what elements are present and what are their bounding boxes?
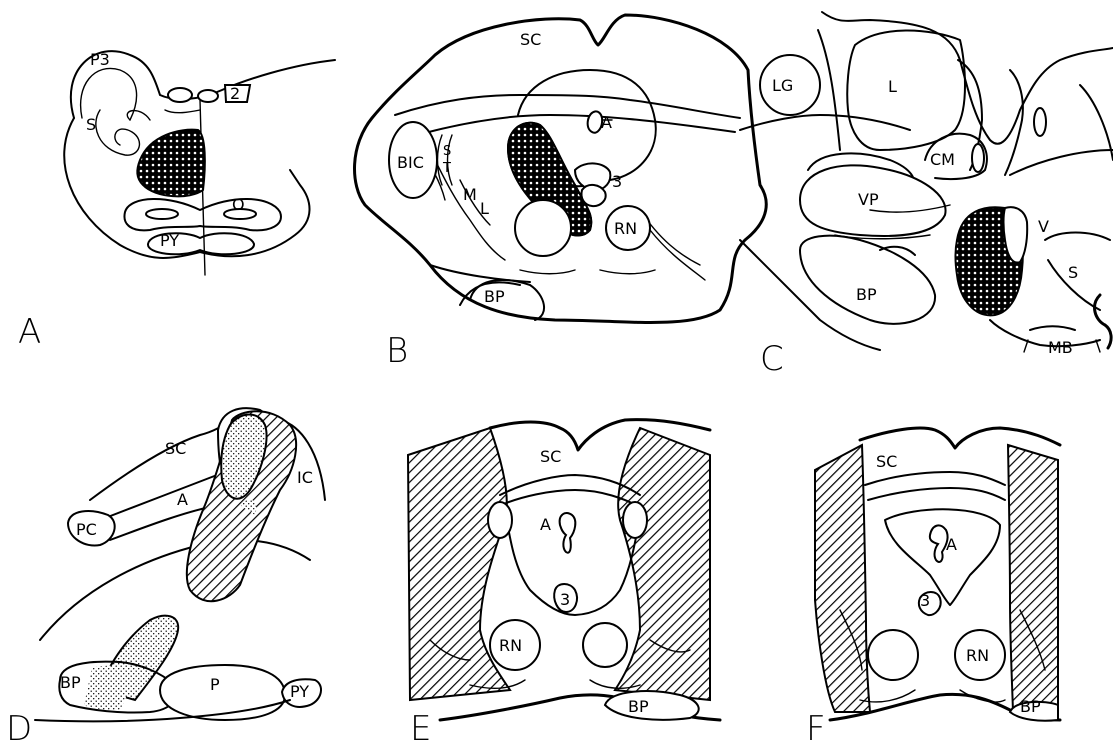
label-mb: MB [1048,338,1073,357]
label-py: PY [290,682,309,701]
label-m: M [463,185,477,204]
label-py: PY [160,231,179,250]
label-sc: SC [165,439,186,458]
label-bp: BP [484,287,505,306]
label-bp: BP [628,697,649,716]
panel-b: SC A BIC S T M L 3 RN BP B [355,15,767,371]
label-lg: LG [772,76,793,95]
label-sc: SC [540,447,561,466]
label-pc: PC [76,520,97,539]
label-s: S [443,144,451,159]
label-bp: BP [1020,697,1041,716]
label-bp: BP [60,673,81,692]
panel-letter-e: E [410,709,431,745]
label-cm: CM [930,150,955,169]
label-2: 2 [230,84,240,103]
panel-letter-c: C [760,339,784,379]
label-bic: BIC [397,153,424,172]
label-s: S [1068,263,1078,282]
label-a: A [946,535,957,554]
label-t: T [442,161,451,176]
label-ic: IC [297,468,313,487]
label-sc: SC [876,452,897,471]
label-a: A [601,113,612,132]
panel-a: P3 S 2 O PY A [18,50,335,352]
panel-letter-f: F [806,709,826,745]
panel-d: SC IC A PC BP P PY D [6,408,325,745]
label-a: A [177,490,188,509]
label-vp: VP [858,190,879,209]
panel-letter-d: D [6,709,32,745]
label-p3: P3 [90,50,110,69]
label-3: 3 [560,590,570,609]
label-rn: RN [614,219,637,238]
panel-letter-b: B [386,331,408,371]
panel-c: LG L CM VP V S BP MB C [740,12,1113,379]
label-a: A [540,515,551,534]
panel-f: SC A 3 RN BP F [806,428,1060,745]
label-3: 3 [920,591,930,610]
label-3: 3 [612,172,622,191]
label-s: S [86,115,96,134]
panel-letter-a: A [18,312,41,352]
panel-e: SC A 3 RN BP E [408,420,720,745]
label-rn: RN [499,636,522,655]
label-l: L [480,199,489,218]
label-o: O [232,195,245,214]
label-p: P [210,675,220,694]
label-l: L [888,77,897,96]
label-rn: RN [966,646,989,665]
label-bp: BP [856,285,877,304]
label-v: V [1038,217,1049,236]
label-sc: SC [520,30,541,49]
